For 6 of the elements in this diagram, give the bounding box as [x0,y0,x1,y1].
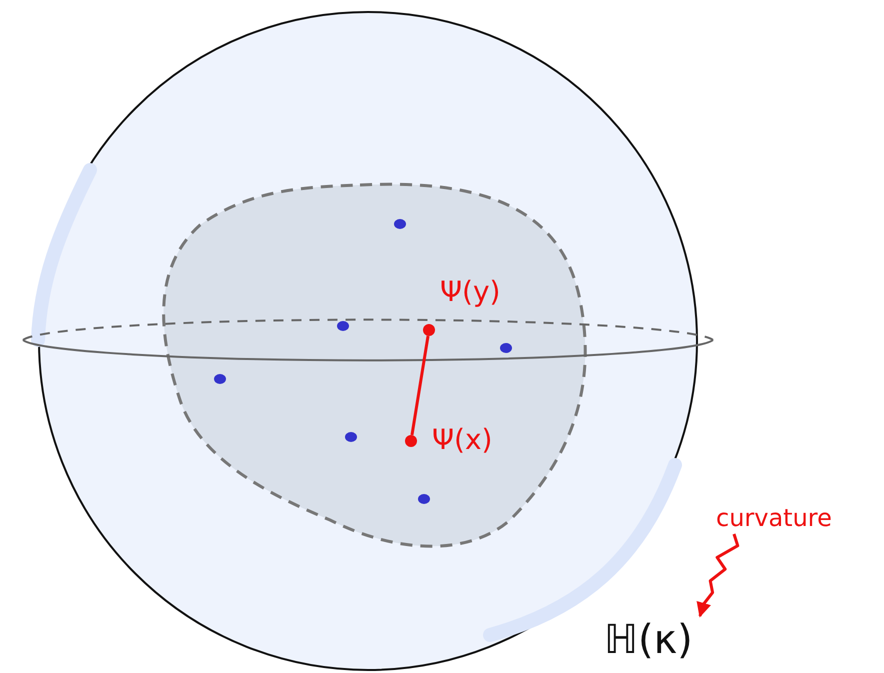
text-label: ℍ(κ) [604,616,750,664]
point-label: Ψ(y) [440,278,500,306]
text-label: curvature [716,504,880,532]
point-label: Ψ(x) [432,426,492,454]
squiggle-arrow [696,534,740,618]
connector-line [410,336,430,436]
